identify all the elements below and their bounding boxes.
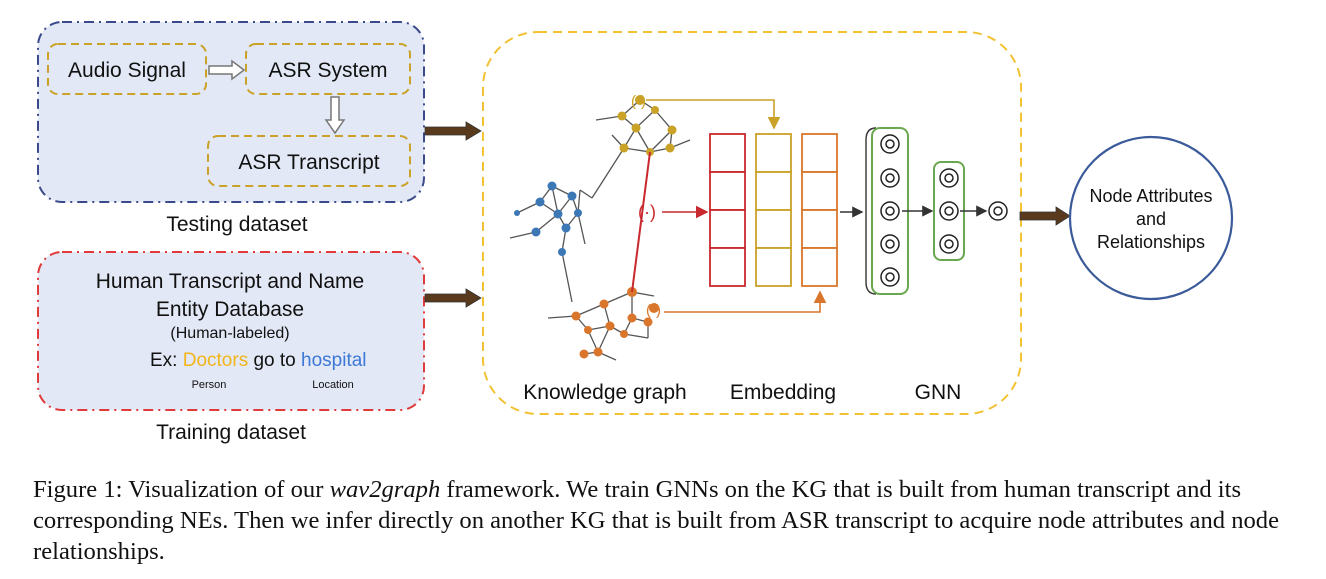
example-hospital: hospital — [301, 350, 367, 371]
asr-system-box — [245, 43, 411, 95]
tag-person: Person — [192, 379, 227, 391]
output-line1: Node Attributes — [1089, 186, 1212, 206]
asr-transcript-box — [207, 135, 411, 187]
training-title-line3: (Human-labeled) — [170, 325, 289, 342]
example-middle: go to — [248, 350, 301, 371]
gnn-output-neuron — [988, 201, 1008, 221]
kg-red-edge — [631, 151, 651, 293]
gnn-hidden-neurons — [939, 168, 959, 254]
thick-arrow-training-icon — [424, 288, 482, 308]
example-doctors: Doctors — [183, 350, 248, 371]
gnn-label: GNN — [915, 381, 962, 404]
training-example: Ex: Doctors go to hospital — [150, 350, 367, 371]
testing-panel: Audio Signal ASR System ASR Transcript — [37, 21, 425, 203]
caption-emph: wav2graph — [329, 476, 441, 503]
embedding-red-column — [709, 133, 746, 287]
kg-orange-nodes — [571, 287, 659, 359]
audio-signal-label: Audio Signal — [68, 59, 186, 82]
embedding-label: Embedding — [730, 381, 836, 404]
gnn-hidden-layer — [933, 161, 965, 261]
asr-transcript-label: ASR Transcript — [238, 151, 379, 174]
framework-diagram: Audio Signal ASR System ASR Transcript T… — [37, 21, 1234, 444]
red-node-indicator-icon: (·) — [638, 202, 656, 222]
kg-gold-nodes — [617, 95, 677, 156]
tag-location: Location — [312, 379, 354, 391]
hollow-arrow-right-icon — [208, 59, 246, 81]
training-title-line1: Human Transcript and Name — [96, 270, 364, 293]
thick-arrow-output-icon — [1019, 206, 1071, 226]
training-panel: Human Transcript and Name Entity Databas… — [37, 251, 425, 411]
kg-blue-nodes — [514, 181, 582, 256]
example-prefix: Ex: — [150, 350, 183, 371]
training-title-line2: Entity Database — [156, 298, 304, 321]
orange-embedding-arrow — [664, 290, 827, 313]
gold-node-indicator-icon: (·) — [631, 93, 646, 110]
hollow-arrow-down-icon — [324, 96, 346, 135]
figure-caption: Figure 1: Visualization of our wav2graph… — [33, 474, 1295, 567]
orange-node-indicator-icon: (·) — [646, 302, 661, 319]
embedding-orange-column — [801, 133, 838, 287]
embedding-gold-column — [755, 133, 792, 287]
knowledge-graph-label: Knowledge graph — [523, 381, 686, 404]
testing-dataset-caption: Testing dataset — [166, 213, 307, 236]
output-line3: Relationships — [1097, 232, 1205, 252]
caption-rest: framework. We train GNNs on the KG that … — [33, 476, 1280, 565]
output-line2: and — [1136, 209, 1166, 229]
gnn-bracket — [865, 127, 877, 295]
gold-embedding-arrow — [646, 99, 781, 130]
caption-prefix: Figure 1: Visualization of our — [33, 476, 330, 503]
training-dataset-caption: Training dataset — [156, 421, 306, 444]
output-circle — [1068, 135, 1234, 301]
pipeline-panel — [482, 31, 1022, 415]
audio-signal-box — [47, 43, 207, 95]
gnn-input-neurons — [880, 134, 900, 287]
thick-arrow-testing-icon — [424, 121, 482, 141]
asr-system-label: ASR System — [268, 59, 387, 82]
